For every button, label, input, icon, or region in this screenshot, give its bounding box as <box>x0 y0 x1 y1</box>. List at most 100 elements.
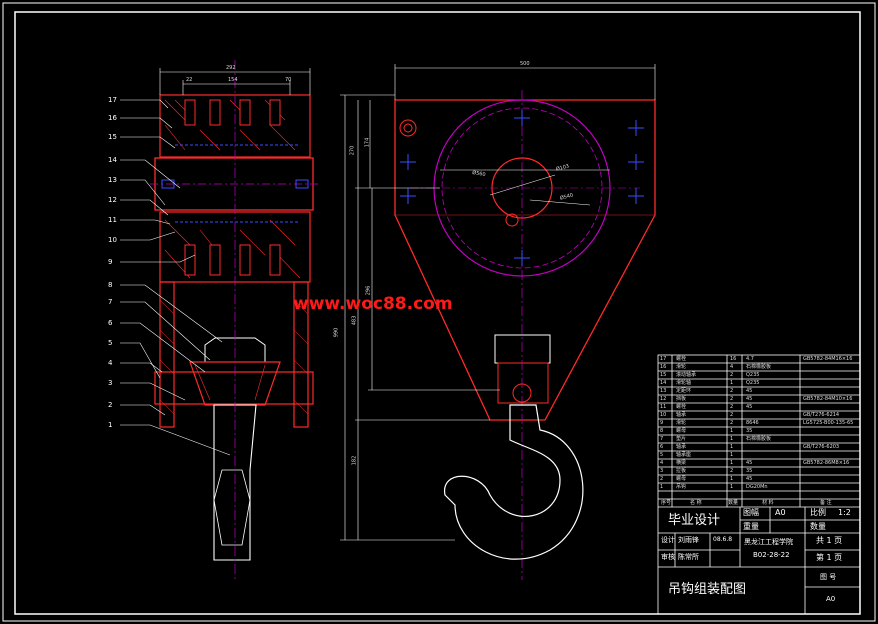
bom-cell: 8 <box>660 428 664 434</box>
bom-cell: 轴承 <box>676 412 687 418</box>
drawing-no-label: 图 号 <box>820 573 837 581</box>
school-name: 黑龙江工程学院 <box>744 538 793 546</box>
bom-cell: 2 <box>660 476 664 482</box>
dim-left-seg-c: 70 <box>285 77 292 83</box>
bom-cell: 9 <box>660 420 664 426</box>
front-hook <box>444 404 584 560</box>
bom-header-material: 材 料 <box>762 500 774 506</box>
bom-cell: GB5782-86M8×16 <box>803 460 850 466</box>
part-number-3: 3 <box>108 379 113 387</box>
project-label: 毕业设计 <box>668 513 721 528</box>
dim-left-total: 292 <box>226 65 236 71</box>
bom-cell: 8646 <box>746 420 759 426</box>
bom-cell: 定距环 <box>676 388 692 394</box>
bom-cell: 45 <box>746 396 753 402</box>
inner-frame <box>14 11 861 615</box>
part-number-13: 13 <box>108 176 117 184</box>
crossbeam <box>154 371 314 405</box>
designer-name: 刘雨锋 <box>678 536 699 544</box>
bom-cell: 2 <box>730 420 734 426</box>
dim-vertical-b: 174 <box>364 137 371 148</box>
dim-left-seg-a: 22 <box>186 77 193 83</box>
part-number-8: 8 <box>108 281 113 289</box>
bom-cell: 4 <box>660 460 664 466</box>
bom-cell: LG5725-B00-135-65 <box>803 420 854 426</box>
front-view <box>340 64 656 580</box>
bom-header-qty: 数量 <box>728 500 739 506</box>
bom-cell: 35 <box>746 428 753 434</box>
part-number-15: 15 <box>108 133 117 141</box>
hook-shank <box>213 404 257 561</box>
drawing-no: A0 <box>826 595 836 603</box>
part-number-4: 4 <box>108 359 113 367</box>
bom-cell: GB5782-84M10×16 <box>803 396 853 402</box>
part-number-1: 1 <box>108 421 113 429</box>
bom-cell: 石棉橡胶板 <box>746 364 772 370</box>
bom-header-name: 名 称 <box>690 500 702 506</box>
bom-cell: DG20Mn <box>746 484 768 490</box>
bom-cell: 2 <box>730 404 734 410</box>
bom-cell: 17 <box>660 356 667 362</box>
dim-vertical-d: 483 <box>351 315 358 326</box>
design-date: 08.6.8 <box>713 536 733 543</box>
bom-cell: 3 <box>660 468 664 474</box>
bom-cell: 螺栓 <box>676 356 687 362</box>
bom-cell: 轴承 <box>676 444 687 450</box>
weight-label: 重量 <box>743 522 759 531</box>
bom-cell: 1 <box>660 484 664 490</box>
part-number-2: 2 <box>108 401 113 409</box>
bom-cell: 轴承座 <box>676 452 692 458</box>
bom-cell: 1 <box>730 452 734 458</box>
part-number-17: 17 <box>108 96 117 104</box>
bom-cell: 吊钩 <box>676 484 687 490</box>
bom-cell: 2 <box>730 396 734 402</box>
part-number-16: 16 <box>108 114 117 122</box>
bom-cell: 12 <box>660 396 667 402</box>
bom-cell: Q235 <box>746 380 760 386</box>
right-side-plate <box>293 281 309 428</box>
class-number: B02-28-22 <box>753 551 790 559</box>
bom-cell: 13 <box>660 388 667 394</box>
bom-cell: 螺母 <box>676 476 687 482</box>
bom-cell: 螺栓 <box>676 404 687 410</box>
dim-vertical-c: 990 <box>333 327 340 338</box>
bom-cell: 5 <box>660 452 664 458</box>
bom-cell: GB/T276-6214 <box>803 412 840 418</box>
dim-vertical-f: 182 <box>351 455 358 466</box>
bom-cell: 横梁 <box>676 460 687 466</box>
drawing-title: 吊钩组装配图 <box>668 582 747 597</box>
bom-cell: 滑轮轴 <box>676 380 692 386</box>
bom-cell: 1 <box>730 460 734 466</box>
bom-cell: GB5782-84M16×16 <box>803 356 853 362</box>
page-number: 第 1 页 <box>816 553 843 562</box>
bom-cell: 16 <box>660 364 667 370</box>
review-label: 审核 <box>661 553 675 561</box>
sheet-size-value: A0 <box>775 508 786 517</box>
bom-cell: 1 <box>730 428 734 434</box>
part-number-12: 12 <box>108 196 117 204</box>
part-number-14: 14 <box>108 156 117 164</box>
bom-cell: 滚动轴承 <box>676 372 697 378</box>
bom-cell: 垫片 <box>676 436 687 442</box>
bom-cell: 挡板 <box>676 396 687 402</box>
part-number-9: 9 <box>108 258 113 266</box>
bom-cell: 1 <box>730 444 734 450</box>
design-label: 设计 <box>661 536 675 544</box>
title-block <box>657 354 861 615</box>
bom-cell: 1 <box>730 436 734 442</box>
bom-cell: 石棉橡胶板 <box>746 436 772 442</box>
part-number-10: 10 <box>108 236 117 244</box>
bom-cell: Q235 <box>746 372 760 378</box>
bom-header-note: 备 注 <box>820 500 832 506</box>
dim-vertical-a: 270 <box>349 145 356 156</box>
bom-cell: 1 <box>730 484 734 490</box>
bom-cell: 6 <box>660 444 664 450</box>
bom-cell: 7 <box>660 436 664 442</box>
bom-cell: 2 <box>730 468 734 474</box>
dim-vertical-e: 296 <box>365 285 372 296</box>
bom-cell: 45 <box>746 460 753 466</box>
side-section-view <box>120 60 320 580</box>
bom-cell: GB/T276-6203 <box>803 444 840 450</box>
